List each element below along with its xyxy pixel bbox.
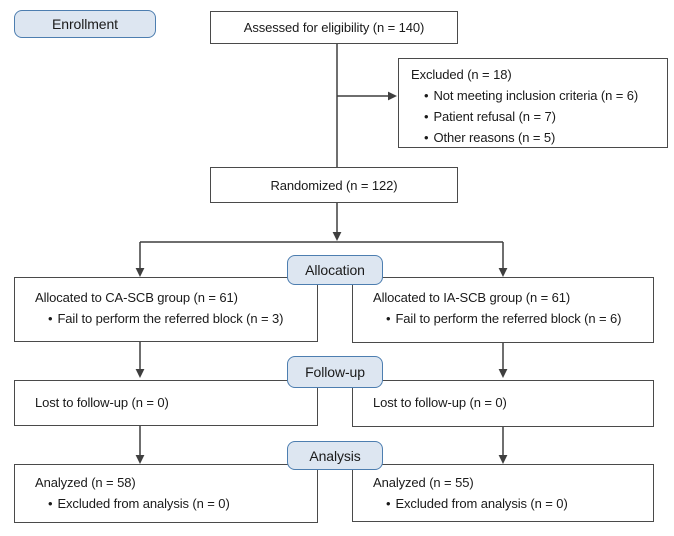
allocated-ca-scb-box: Allocated to CA-SCB group (n = 61) Fail …: [14, 277, 318, 342]
analyzed-right-box: Analyzed (n = 55) Excluded from analysis…: [352, 464, 654, 522]
box-title: Assessed for eligibility (n = 140): [243, 20, 425, 35]
excluded-box: Excluded (n = 18) Not meeting inclusion …: [398, 58, 668, 148]
stage-label-follow-up: Follow-up: [287, 356, 383, 388]
box-title: Analyzed (n = 58): [35, 475, 136, 490]
bullet-item: Other reasons (n = 5): [411, 127, 661, 148]
randomized-box: Randomized (n = 122): [210, 167, 458, 203]
stage-label-enrollment: Enrollment: [14, 10, 156, 38]
arrowhead-split-icon: [332, 232, 342, 241]
arrowhead-an-right-icon: [498, 455, 508, 464]
box-title: Lost to follow-up (n = 0): [373, 395, 507, 410]
stage-label-allocation: Allocation: [287, 255, 383, 285]
arrowhead-alloc-left-icon: [135, 268, 145, 277]
bullet-item: Fail to perform the referred block (n = …: [373, 308, 647, 329]
box-title: Randomized (n = 122): [270, 177, 398, 193]
analyzed-left-box: Analyzed (n = 58) Excluded from analysis…: [14, 464, 318, 523]
box-title: Lost to follow-up (n = 0): [35, 395, 169, 410]
stage-label-analysis: Analysis: [287, 441, 383, 470]
bullet-item: Patient refusal (n = 7): [411, 106, 661, 127]
allocated-ia-scb-box: Allocated to IA-SCB group (n = 61) Fail …: [352, 277, 654, 343]
arrowhead-excluded-icon: [388, 91, 397, 101]
assessed-eligibility-box: Assessed for eligibility (n = 140): [210, 11, 458, 44]
box-title: Analyzed (n = 55): [373, 475, 474, 490]
arrowhead-alloc-right-icon: [498, 268, 508, 277]
bullet-item: Excluded from analysis (n = 0): [35, 493, 311, 514]
lost-follow-up-left-box: Lost to follow-up (n = 0): [14, 380, 318, 426]
box-title: Excluded (n = 18): [411, 67, 512, 82]
arrowhead-fu-right-icon: [498, 369, 508, 378]
arrowhead-fu-left-icon: [135, 369, 145, 378]
bullet-item: Excluded from analysis (n = 0): [373, 493, 647, 514]
bullet-item: Fail to perform the referred block (n = …: [35, 308, 311, 329]
box-title: Allocated to CA-SCB group (n = 61): [35, 290, 238, 305]
lost-follow-up-right-box: Lost to follow-up (n = 0): [352, 380, 654, 427]
box-title: Allocated to IA-SCB group (n = 61): [373, 290, 571, 305]
arrowhead-an-left-icon: [135, 455, 145, 464]
bullet-item: Not meeting inclusion criteria (n = 6): [411, 85, 661, 106]
